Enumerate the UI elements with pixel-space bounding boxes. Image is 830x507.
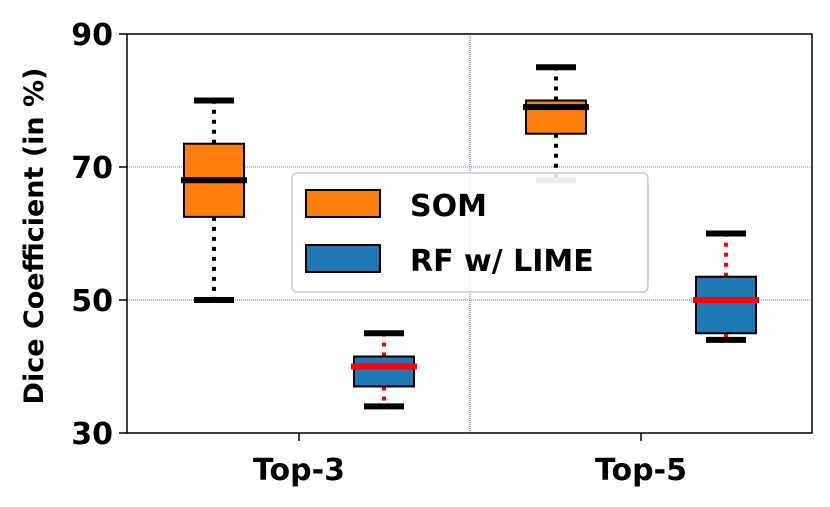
y-tick-label: 70 xyxy=(71,151,113,186)
legend-swatch-1 xyxy=(305,189,381,218)
x-tick-label: Top-3 xyxy=(253,453,345,488)
legend-label-2: RF w/ LIME xyxy=(410,244,594,279)
y-tick-label: 50 xyxy=(71,284,113,319)
box-som-top-3 xyxy=(181,97,247,303)
x-tick-label: Top-5 xyxy=(595,453,687,488)
box-rf-w-lime-top-3 xyxy=(351,330,417,410)
legend-label-1: SOM xyxy=(410,189,487,224)
legend-swatch-2 xyxy=(305,244,381,273)
box-rf-w-lime-top-5 xyxy=(693,230,759,343)
legend: SOM RF w/ LIME xyxy=(291,172,649,293)
y-tick-label: 30 xyxy=(71,417,113,452)
box-som-top-5 xyxy=(523,64,589,184)
y-tick-label: 90 xyxy=(71,18,113,53)
y-axis-title: Dice Coefficient (in %) xyxy=(19,68,50,405)
box-iqr xyxy=(695,275,757,335)
plot-area-frame xyxy=(126,33,813,434)
box-iqr xyxy=(353,355,415,388)
